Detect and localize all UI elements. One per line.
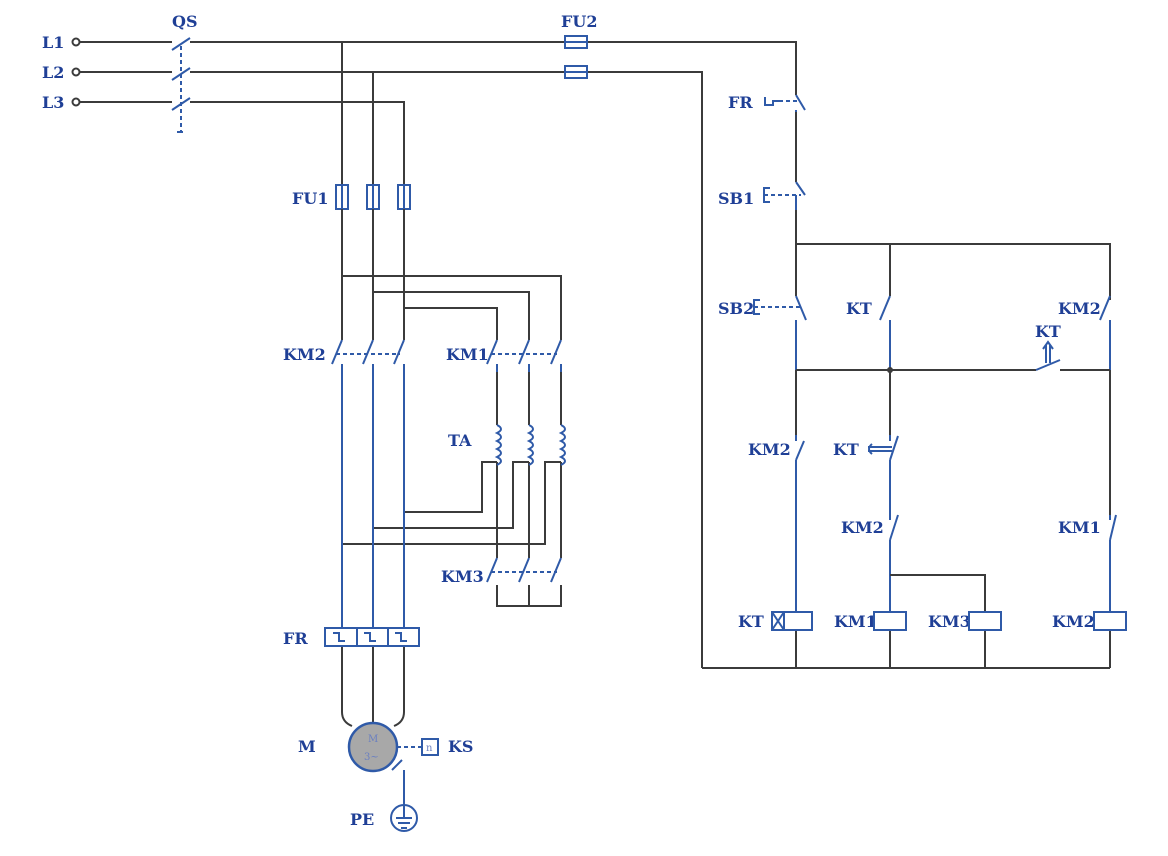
- coil-kt: KT: [738, 611, 813, 631]
- ks-box-text: n: [426, 743, 433, 754]
- label-KM2-coil: KM2: [1052, 612, 1095, 631]
- label-KM1-main: KM1: [446, 345, 489, 364]
- km3-main-contacts: KM3: [441, 557, 562, 586]
- fr-control-contact: FR: [728, 93, 806, 112]
- ta-autotransformer: TA: [448, 424, 566, 466]
- fu2-fuses: FU2: [561, 12, 597, 79]
- coil-km3: KM3: [928, 611, 1002, 631]
- label-KM2-nc2: KM2: [841, 518, 884, 537]
- kt-no-contact: KT: [846, 295, 891, 321]
- sb2-start-button[interactable]: SB2: [718, 295, 807, 321]
- label-KM2-main: KM2: [283, 345, 326, 364]
- label-KT-coil: KT: [738, 612, 764, 631]
- km1-no-contact: KM1: [1058, 514, 1117, 541]
- km2-hold-contact: KM2: [1058, 295, 1111, 321]
- label-KM1-coil: KM1: [834, 612, 877, 631]
- label-QS: QS: [172, 12, 198, 31]
- fr-thermal-relay: FR: [283, 627, 420, 648]
- label-KT-timed: KT: [1035, 322, 1061, 341]
- coil-km1: KM1: [834, 611, 907, 631]
- ks-box: [421, 738, 439, 756]
- motor-text-top: M: [368, 734, 378, 745]
- label-KM2-nc: KM2: [748, 440, 791, 459]
- pe-ground: PE: [350, 804, 418, 832]
- label-KM2-hold: KM2: [1058, 299, 1101, 318]
- qs-switch: QS: [171, 12, 198, 133]
- label-PE: PE: [350, 810, 374, 829]
- terminal-L3: [71, 97, 81, 107]
- label-FU2: FU2: [561, 12, 597, 31]
- motor-text-bottom: 3~: [364, 752, 379, 763]
- km2-nc-contact: KM2: [748, 435, 805, 461]
- label-FR-ctrl: FR: [728, 93, 753, 112]
- main-circuit-wiring: [341, 209, 562, 727]
- terminal-L2: [71, 67, 81, 77]
- label-KM3-main: KM3: [441, 567, 484, 586]
- motor: M M 3~ n KS: [298, 721, 473, 806]
- label-FU1: FU1: [292, 189, 328, 208]
- coil-km2: KM2: [1052, 611, 1127, 631]
- label-KT-nc: KT: [833, 440, 859, 459]
- label-TA: TA: [448, 431, 472, 450]
- label-L2: L2: [42, 63, 64, 82]
- main-bus: [80, 41, 797, 668]
- label-FR-main: FR: [283, 629, 308, 648]
- supply-terminals: L1 L2 L3: [42, 33, 81, 112]
- label-SB2: SB2: [718, 299, 754, 318]
- kt-nc-contact: KT: [833, 435, 899, 461]
- sb1-stop-button[interactable]: SB1: [718, 181, 806, 210]
- km2-main-contacts: KM2: [283, 339, 405, 372]
- label-SB1: SB1: [718, 189, 754, 208]
- km1-main-contacts: KM1: [446, 339, 562, 372]
- terminal-L1: [71, 37, 81, 47]
- control-circuit-wiring: [702, 110, 1111, 669]
- fu1-fuses: FU1: [292, 184, 411, 210]
- label-KT-no: KT: [846, 299, 872, 318]
- label-M: M: [298, 737, 316, 756]
- km2-nc2-contact: KM2: [841, 514, 899, 541]
- label-L3: L3: [42, 93, 64, 112]
- label-KS: KS: [448, 737, 473, 756]
- label-KM3-coil: KM3: [928, 612, 971, 631]
- label-KM1-no: KM1: [1058, 518, 1101, 537]
- kt-timed-contact: KT: [1035, 322, 1061, 371]
- motor-symbol: [347, 721, 399, 773]
- label-L1: L1: [42, 33, 64, 52]
